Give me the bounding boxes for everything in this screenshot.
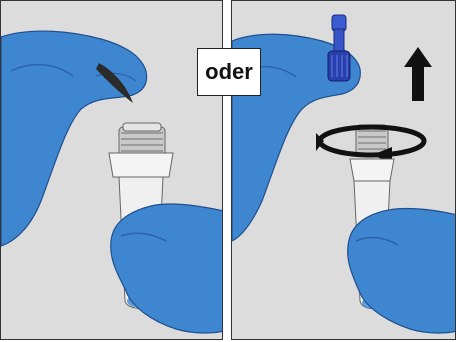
panel-divider	[223, 0, 231, 342]
right-illustration-panel	[231, 0, 456, 340]
right-illustration	[232, 14, 455, 334]
lower-glove-hand	[347, 207, 455, 334]
scalpel-blade-icon	[96, 63, 133, 103]
cap-icon	[327, 14, 351, 82]
left-illustration-panel	[0, 0, 223, 340]
lower-glove-hand	[110, 203, 222, 334]
tube-collar	[108, 152, 174, 178]
upper-glove-hand	[232, 33, 361, 242]
oder-label: oder	[197, 48, 261, 96]
left-illustration	[1, 30, 222, 334]
up-arrow-icon	[404, 47, 432, 101]
